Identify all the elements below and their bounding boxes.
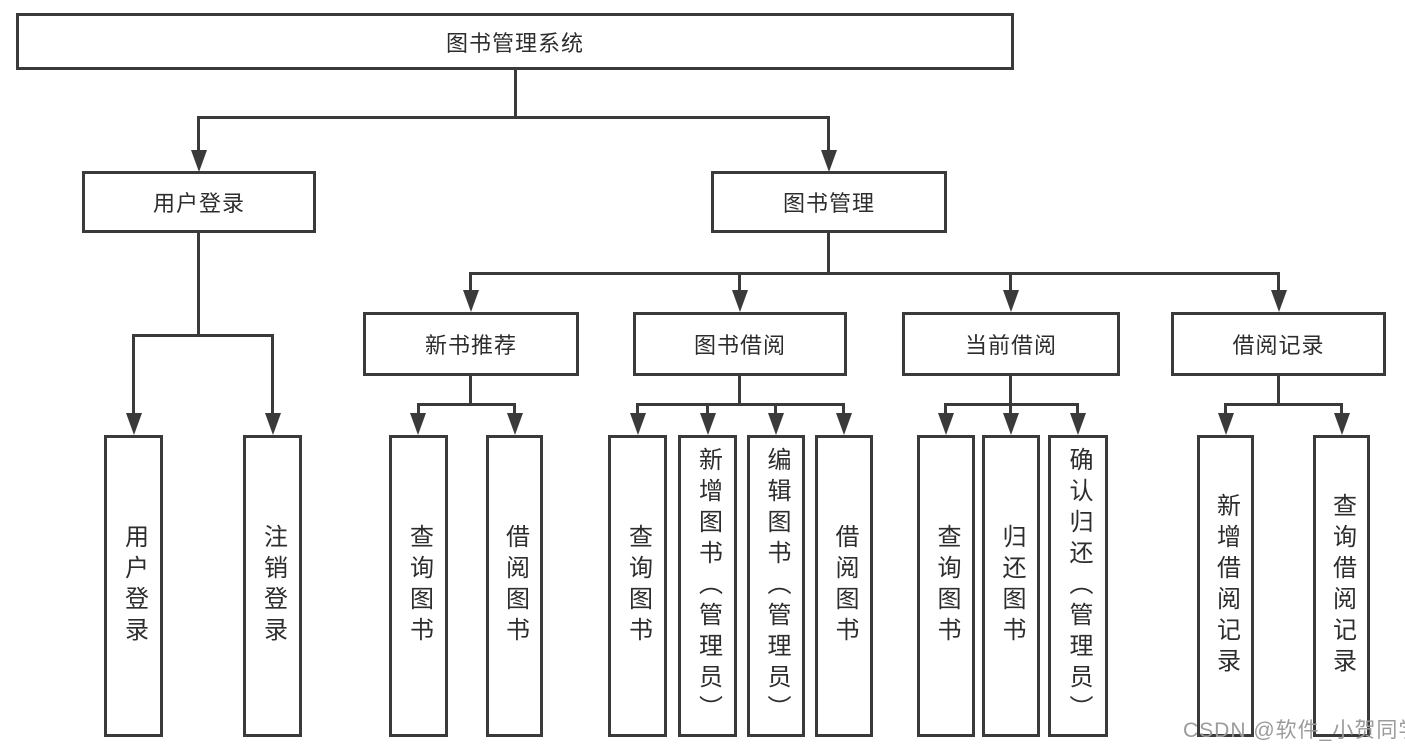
- connector-line: [842, 403, 845, 416]
- arrow-down-icon: [1271, 290, 1287, 312]
- node-label: 用户登录: [152, 191, 245, 216]
- node-borrowing-records: 借阅记录: [1171, 312, 1386, 376]
- connector-line: [1009, 376, 1012, 406]
- leaf-logout: 注销登录: [243, 435, 302, 737]
- leaf-edit-books-admin: 编辑图书（管理员）: [747, 435, 805, 737]
- arrow-down-icon: [1003, 413, 1019, 435]
- connector-line: [514, 70, 517, 118]
- arrow-down-icon: [463, 290, 479, 312]
- connector-line: [1076, 403, 1079, 416]
- connector-line: [132, 334, 135, 416]
- connector-line: [197, 116, 200, 154]
- node-root-library-system: 图书管理系统: [16, 13, 1014, 70]
- node-label: 借阅图书: [831, 524, 858, 648]
- leaf-confirm-return-admin: 确认归还（管理员）: [1048, 435, 1108, 737]
- node-label: 图书管理系统: [445, 30, 584, 56]
- connector-line: [636, 403, 639, 416]
- arrow-down-icon: [410, 413, 426, 435]
- arrow-down-icon: [191, 150, 207, 172]
- connector-line: [1224, 403, 1227, 416]
- node-label: 编辑图书（管理员）: [763, 446, 790, 726]
- node-label: 借阅记录: [1232, 333, 1325, 358]
- connector-line: [469, 376, 472, 406]
- node-label: 当前借阅: [964, 333, 1057, 358]
- node-book-borrowing: 图书借阅: [633, 312, 847, 376]
- leaf-query-borrow-record: 查询借阅记录: [1313, 435, 1370, 737]
- node-user-login: 用户登录: [82, 171, 316, 233]
- connector-line: [636, 403, 845, 406]
- connector-line: [469, 272, 1280, 275]
- connector-line: [1277, 376, 1280, 406]
- connector-line: [706, 403, 709, 416]
- node-new-book-recommend: 新书推荐: [363, 312, 579, 376]
- arrow-down-icon: [1003, 290, 1019, 312]
- arrow-down-icon: [1070, 413, 1086, 435]
- leaf-borrow-books: 借阅图书: [815, 435, 873, 737]
- connector-line: [469, 272, 472, 294]
- connector-line: [513, 403, 516, 416]
- node-label: 图书借阅: [693, 333, 786, 358]
- arrow-down-icon: [821, 150, 837, 172]
- leaf-borrow-books-recommend: 借阅图书: [486, 435, 543, 737]
- connector-line: [1009, 403, 1012, 416]
- leaf-query-books-recommend: 查询图书: [389, 435, 448, 737]
- arrow-down-icon: [1218, 413, 1234, 435]
- arrow-down-icon: [630, 413, 646, 435]
- connector-line: [944, 403, 947, 416]
- connector-line: [1009, 272, 1012, 294]
- connector-line: [738, 272, 741, 294]
- node-label: 查询图书: [405, 524, 433, 648]
- connector-line: [271, 334, 274, 416]
- node-label: 新增图书（管理员）: [694, 446, 722, 726]
- connector-line: [1224, 403, 1343, 406]
- arrow-down-icon: [836, 413, 852, 435]
- leaf-query-books-current: 查询图书: [917, 435, 975, 737]
- leaf-add-borrow-record: 新增借阅记录: [1197, 435, 1254, 737]
- node-label: 归还图书: [998, 524, 1025, 648]
- arrow-down-icon: [700, 413, 716, 435]
- leaf-return-books: 归还图书: [982, 435, 1040, 737]
- connector-line: [774, 403, 777, 416]
- arrow-down-icon: [126, 413, 142, 435]
- arrow-down-icon: [1334, 413, 1350, 435]
- connector-line: [197, 116, 830, 119]
- csdn-watermark: CSDN @软件_小贺同学: [1183, 719, 1405, 742]
- connector-line: [417, 403, 516, 406]
- connector-line: [738, 376, 741, 406]
- arrow-down-icon: [938, 413, 954, 435]
- connector-line: [417, 403, 420, 416]
- leaf-add-books-admin: 新增图书（管理员）: [678, 435, 737, 737]
- arrow-down-icon: [265, 413, 281, 435]
- node-book-management: 图书管理: [711, 171, 947, 233]
- connector-line: [132, 334, 274, 337]
- node-label: 新增借阅记录: [1212, 493, 1240, 679]
- node-label: 新书推荐: [424, 333, 517, 358]
- leaf-query-books-borrowing: 查询图书: [608, 435, 667, 737]
- node-label: 用户登录: [120, 524, 148, 648]
- node-label: 借阅图书: [501, 524, 529, 648]
- connector-line: [197, 233, 200, 337]
- connector-line: [1340, 403, 1343, 416]
- node-label: 确认归还（管理员）: [1065, 446, 1092, 726]
- node-label: 查询借阅记录: [1328, 493, 1356, 679]
- connector-line: [1277, 272, 1280, 294]
- connector-line: [827, 233, 830, 275]
- node-current-borrowing: 当前借阅: [902, 312, 1120, 376]
- arrow-down-icon: [732, 290, 748, 312]
- node-label: 查询图书: [933, 524, 960, 648]
- arrow-down-icon: [768, 413, 784, 435]
- node-label: 注销登录: [259, 524, 287, 648]
- connector-line: [827, 116, 830, 154]
- leaf-user-login: 用户登录: [104, 435, 163, 737]
- node-label: 图书管理: [782, 191, 875, 216]
- arrow-down-icon: [507, 413, 523, 435]
- node-label: 查询图书: [624, 524, 652, 648]
